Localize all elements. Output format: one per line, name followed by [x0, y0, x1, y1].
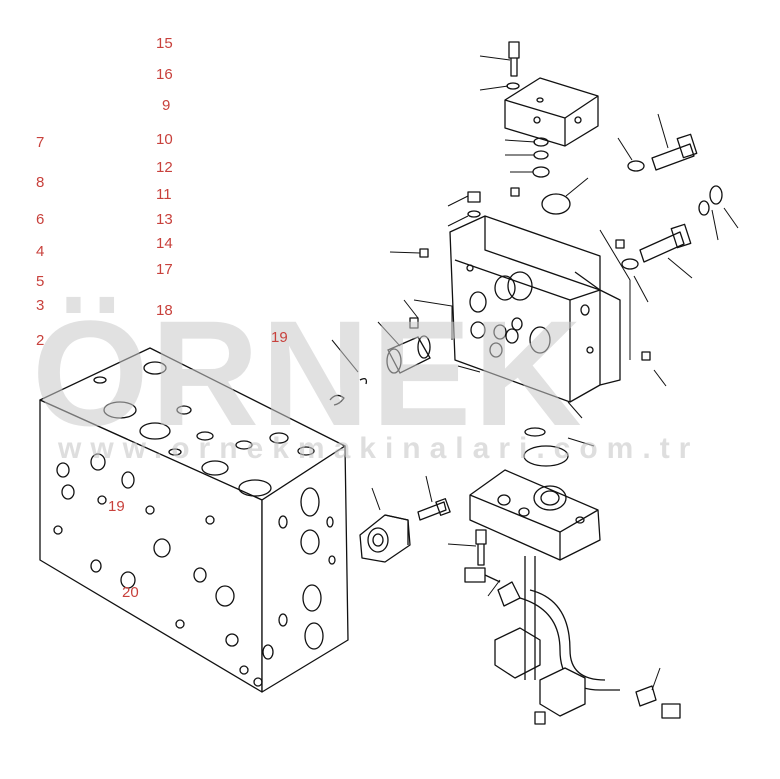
- spool-cylinder: [386, 335, 431, 374]
- callout-label-19b: 19: [108, 498, 125, 515]
- callout-label-18: 18: [156, 302, 173, 319]
- callout-label-14: 14: [156, 235, 173, 252]
- callout-label-19: 19: [271, 329, 288, 346]
- callout-label-20: 20: [122, 584, 139, 601]
- callout-label-9: 9: [162, 97, 171, 114]
- callout-label-16: 16: [156, 66, 173, 83]
- callout-label-6: 6: [36, 211, 45, 228]
- callout-label-8: 8: [36, 174, 45, 191]
- callout-label-2: 2: [36, 332, 45, 349]
- lower-flange-block: [469, 469, 601, 561]
- callout-label-4: 4: [36, 243, 45, 260]
- upper-block: [449, 215, 621, 403]
- callout-label-10: 10: [156, 131, 173, 148]
- callout-label-3: 3: [36, 297, 45, 314]
- watermark-word: ÖRNEK: [32, 289, 584, 457]
- sensor-and-harness: [464, 556, 681, 725]
- solenoid-assembly: [359, 514, 411, 563]
- watermark-url: www.ornekmakinalari.com.tr: [58, 432, 700, 465]
- callout-label-12: 12: [156, 159, 173, 176]
- callout-label-17: 17: [156, 261, 173, 278]
- callout-label-15: 15: [156, 35, 173, 52]
- main-valve-body: [39, 347, 349, 693]
- callout-label-13: 13: [156, 211, 173, 228]
- top-cap-block: [504, 77, 599, 147]
- callout-label-11: 11: [156, 186, 172, 203]
- callout-label-5: 5: [36, 273, 45, 290]
- leader-lines: [331, 55, 739, 691]
- callout-label-7: 7: [36, 134, 45, 151]
